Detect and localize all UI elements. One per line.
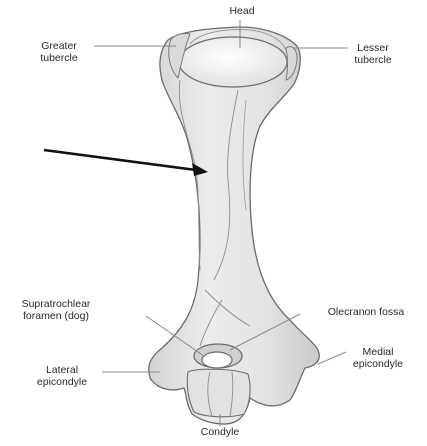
label-lateral-epicondyle: Lateral epicondyle [26,364,98,388]
supratrochlear-foramen-shape [202,352,232,368]
label-medial-epicondyle: Medial epicondyle [344,346,412,370]
label-head: Head [222,5,262,17]
label-greater-tubercle: Greater tubercle [26,40,92,64]
label-olecranon-fossa: Olecranon fossa [314,306,418,318]
label-lesser-tubercle: Lesser tubercle [344,42,402,66]
pointer-arrow [44,150,208,176]
label-supratrochlear-foramen: Supratrochlear foramen (dog) [8,298,104,322]
leader-medial-epicondyle [318,352,346,364]
label-condyle: Condyle [190,426,250,438]
humeral-head [179,37,287,87]
condyle-shape [187,369,250,417]
